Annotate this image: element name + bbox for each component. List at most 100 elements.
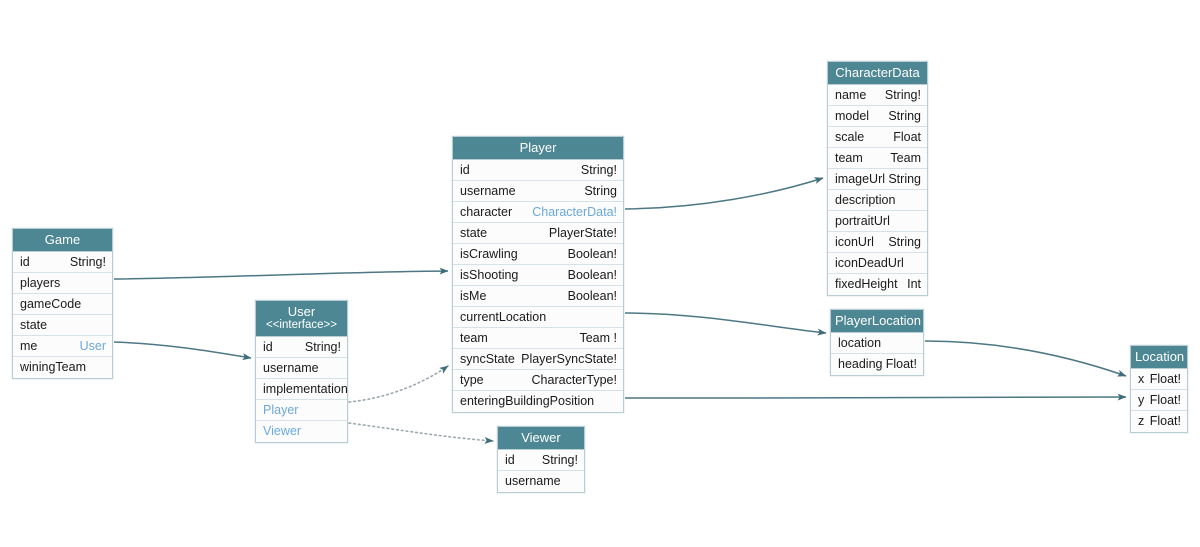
edge-playerlocation-location-to-location [924,340,1127,377]
field-row[interactable]: descriptionString [828,190,927,211]
field-type: PlayerState! [548,226,617,240]
field-name: id [505,453,515,467]
entity-header-location: Location [1131,346,1187,369]
field-name: Player [263,403,299,417]
edge-player-character-to-characterdata [624,177,824,210]
field-type: CharacterType! [531,373,617,387]
entity-name: PlayerLocation [835,313,921,328]
field-name: implementations [263,382,347,396]
field-type: Team [75,377,106,378]
entity-name: Game [44,232,81,247]
field-name: name [835,88,867,102]
field-row[interactable]: portraitUrlString [828,211,927,232]
field-row[interactable]: state PlayerState! [453,223,623,244]
field-row[interactable]: currentLocationPlayerLocation! [453,307,623,328]
field-row[interactable]: isShooting Boolean! [453,265,623,286]
field-type: Team ! [579,331,617,345]
field-name: imageUrl [835,172,886,186]
field-row[interactable]: Player [256,400,347,421]
field-type: Float [893,130,921,144]
field-name: model [835,109,870,123]
field-type: String [888,172,921,186]
edge-player-currentlocation-to-playerlocation [624,312,827,336]
field-name: isCrawling [460,247,518,261]
field-type: String [888,109,921,123]
field-name: currentLocation [460,310,547,324]
field-row[interactable]: isCrawling Boolean! [453,244,623,265]
field-name: fixedHeight [835,277,898,291]
field-name: y [1138,393,1145,407]
field-name: winingTeam [20,360,87,374]
field-type: Boolean! [567,247,617,261]
field-row[interactable]: locationLocation! [831,333,923,354]
field-name: iconUrl [835,235,874,249]
field-type: Float! [1149,372,1181,386]
field-type: Boolean! [567,268,617,282]
field-row[interactable]: enteringBuildingPositionLocation [453,391,623,412]
field-row[interactable]: name String! [828,85,927,106]
field-type: CharacterData! [532,205,617,219]
field-row[interactable]: players[Player!] [13,273,112,294]
field-type: PlayerSyncState! [521,352,617,366]
entity-header-viewer: Viewer [498,427,584,450]
field-type: String! [541,453,578,467]
field-row[interactable]: model String [828,106,927,127]
field-row[interactable]: type CharacterType! [453,370,623,391]
entity-name: User [287,304,316,319]
field-name: type [460,373,484,387]
field-type: Boolean! [567,289,617,303]
field-row[interactable]: gameCodeString! [13,294,112,315]
entity-user[interactable]: User<<interface>>idString!usernameString… [255,300,348,443]
entity-header-user: User<<interface>> [256,301,347,337]
entity-stereotype: <<interface>> [266,319,337,331]
field-row[interactable]: stateGameState! [13,315,112,336]
field-name: state [460,226,488,240]
field-name: me [20,339,38,353]
field-row[interactable]: implementations [256,379,347,400]
entity-game[interactable]: Game idString!players[Player!]gameCodeStr… [12,228,113,379]
field-name: players [20,276,61,290]
field-name: description [835,193,896,207]
entity-header-characterdata: CharacterData [828,62,927,85]
field-name: character [460,205,513,219]
field-name: isShooting [460,268,519,282]
entity-header-game: Game [13,229,112,252]
field-row[interactable]: iconDeadUrlString [828,253,927,274]
entity-playerlocation[interactable]: PlayerLocation locationLocation!headingFl… [830,309,924,376]
field-type: Location [570,411,617,412]
field-row[interactable]: Viewer [256,421,347,442]
field-name: username [505,474,561,488]
field-row[interactable]: character CharacterData! [453,202,623,223]
edge-user-player-implements [348,365,449,403]
field-type: String [888,235,921,249]
field-row[interactable]: winingTeamTeam [13,357,112,378]
field-type: String! [304,340,341,354]
field-name: portraitUrl [835,214,890,228]
field-row[interactable]: iconUrl String [828,232,927,253]
field-row[interactable]: id String! [498,450,584,471]
field-type: String! [884,88,921,102]
field-type: String [584,184,617,198]
